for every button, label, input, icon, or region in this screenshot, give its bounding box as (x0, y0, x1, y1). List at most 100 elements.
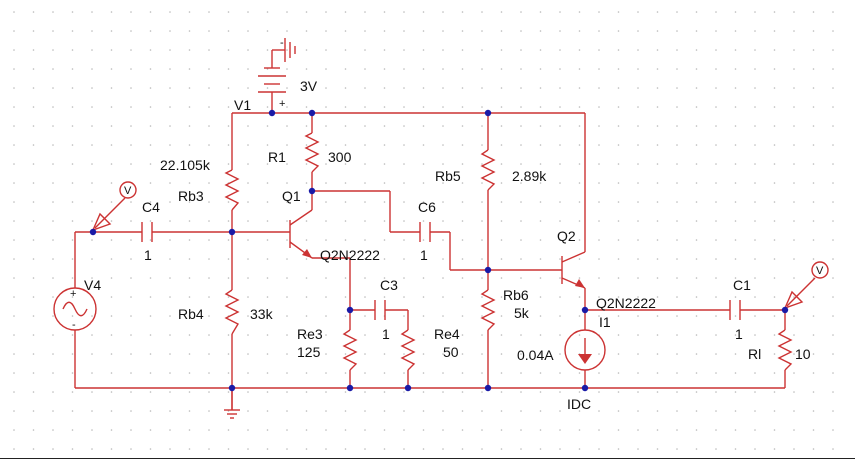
grid-dot (71, 201, 74, 203)
transistor-q2[interactable] (561, 251, 586, 289)
grid-dot (32, 11, 35, 13)
grid-dot (227, 296, 230, 298)
grid-dot (52, 372, 54, 374)
transistor-q1[interactable] (289, 209, 313, 259)
resistor-rb6[interactable] (480, 289, 496, 331)
grid-dot (461, 182, 464, 184)
resistor-rb5[interactable] (480, 149, 496, 191)
grid-dot (266, 30, 269, 32)
resistor-re3[interactable] (342, 329, 358, 371)
grid-dot (52, 353, 54, 355)
grid-dot (32, 353, 35, 355)
grid-dot (695, 372, 698, 374)
grid-dot (500, 106, 503, 108)
grid-dot (656, 125, 659, 127)
grid-dot (52, 239, 54, 241)
grid-dot (247, 410, 249, 412)
probe-label: V (816, 265, 824, 277)
v1-dc-source[interactable] (258, 38, 296, 93)
grid-dot (208, 163, 210, 165)
capacitor-c6[interactable] (419, 222, 431, 242)
capacitor-c3[interactable] (374, 300, 386, 320)
capacitor-c4[interactable] (141, 222, 153, 242)
grid-dot (383, 125, 386, 127)
grid-dot (130, 106, 132, 108)
grid-dot (169, 201, 171, 203)
grid-dot (344, 410, 347, 412)
grid-dot (325, 372, 327, 374)
grid-dot (481, 163, 483, 165)
grid-dot (754, 30, 756, 32)
grid-dot (832, 125, 834, 127)
grid-dot (637, 315, 639, 317)
grid-dot (266, 429, 269, 431)
grid-dot (305, 163, 308, 165)
grid-dot (578, 448, 581, 450)
grid-dot (52, 258, 54, 260)
current-source-i1[interactable] (564, 329, 606, 371)
grid-dot (188, 30, 191, 32)
grid-dot (637, 277, 639, 279)
resistor-rb4[interactable] (224, 289, 240, 335)
capacitor-c1[interactable] (729, 300, 741, 320)
grid-dot (403, 144, 405, 146)
resistor-re4[interactable] (400, 329, 416, 371)
grid-dot (149, 296, 152, 298)
grid-dot (169, 372, 171, 374)
grid-dot (754, 163, 756, 165)
grid-dot (656, 144, 659, 146)
grid-dot (442, 429, 444, 431)
grid-dot (32, 296, 35, 298)
grid-dot (286, 125, 288, 127)
grid-dot (422, 334, 425, 336)
grid-dot (656, 201, 659, 203)
resistor-rl[interactable] (777, 329, 793, 371)
grid-dot (812, 372, 815, 374)
grid-dot (734, 144, 737, 146)
grid-dot (188, 277, 191, 279)
grid-dot (578, 49, 581, 51)
grid-dot (422, 11, 425, 13)
grid-dot (13, 144, 15, 146)
grid-dot (481, 429, 483, 431)
grid-dot (169, 68, 171, 70)
grid-dot (71, 144, 74, 146)
grid-dot (617, 30, 620, 32)
grid-dot (832, 49, 834, 51)
grid-dot (520, 125, 522, 127)
voltage-probe-input[interactable]: V (91, 181, 137, 232)
resistor-rb3[interactable] (224, 169, 240, 211)
grid-dot (676, 144, 678, 146)
voltage-probe-output[interactable]: V (783, 261, 829, 310)
grid-dot (13, 68, 15, 70)
grid-dot (13, 182, 15, 184)
grid-dot (520, 353, 522, 355)
grid-dot (754, 106, 756, 108)
grid-dot (617, 372, 620, 374)
grid-dot (383, 429, 386, 431)
grid-dot (13, 429, 15, 431)
grid-dot (422, 30, 425, 32)
grid-dot (208, 258, 210, 260)
grid-dot (578, 334, 581, 336)
grid-dot (344, 277, 347, 279)
grid-dot (656, 182, 659, 184)
grid-dot (52, 68, 54, 70)
grid-dot (286, 258, 288, 260)
c6-name-label: C6 (418, 199, 436, 215)
grid-dot (676, 334, 678, 336)
grid-dot (208, 49, 210, 51)
grid-dot (364, 87, 366, 89)
grid-dot (559, 30, 561, 32)
resistor-r1[interactable] (304, 132, 320, 173)
grid-dot (695, 353, 698, 355)
grid-dot (676, 68, 678, 70)
grid-dot (500, 429, 503, 431)
grid-dot (617, 410, 620, 412)
ac-source-v4[interactable] (53, 287, 97, 331)
grid-dot (149, 163, 152, 165)
grid-dot (598, 429, 600, 431)
grid-dot (559, 429, 561, 431)
grid-dot (539, 410, 542, 412)
grid-dot (247, 391, 249, 393)
